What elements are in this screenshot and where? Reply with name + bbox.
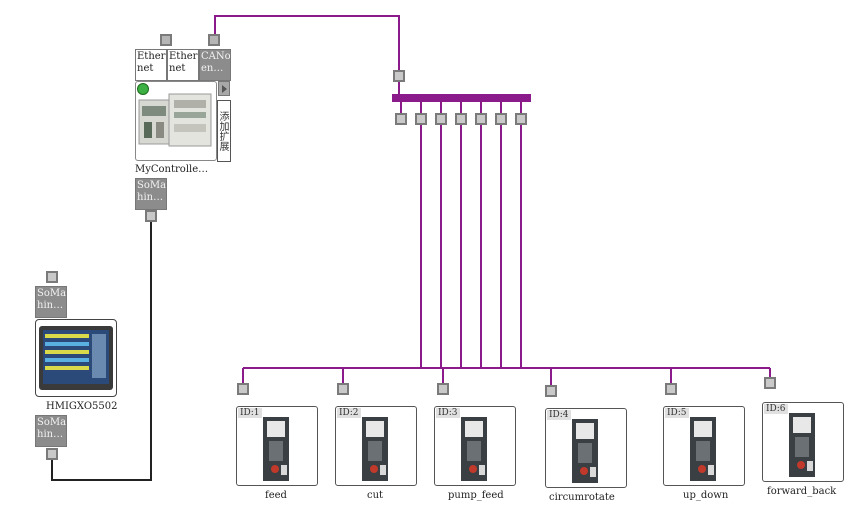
add-extension-tab[interactable]: 添加扩展 (217, 100, 231, 162)
hmi-device[interactable] (35, 319, 117, 397)
servo-drive-image (263, 417, 289, 481)
drive-name: up_down (683, 490, 729, 501)
controller-somachine-port[interactable]: SoMac hin… (135, 178, 167, 210)
canopen-link (214, 15, 400, 70)
controller-name: MyControlle… (135, 164, 209, 175)
controller-bottom-port[interactable] (145, 210, 157, 222)
canopen-port[interactable]: CANop en… (199, 49, 231, 81)
bus-port-6[interactable] (495, 113, 507, 125)
servo-drive-image (789, 413, 815, 477)
hmi-image (39, 326, 113, 390)
drive-drop-lines (242, 368, 771, 385)
drive-id: ID:2 (337, 408, 361, 418)
hmi-somachine-port-bottom[interactable]: SoMac hin… (35, 415, 67, 447)
bus-port-4[interactable] (455, 113, 467, 125)
ethernet-port-1[interactable]: Ether net (135, 49, 167, 81)
somachine-network-link (51, 222, 152, 481)
bus-drop-lines (400, 102, 522, 113)
add-extension-label: 添加扩展 (217, 111, 228, 151)
servo-drive-image (572, 419, 598, 483)
bus-port-7[interactable] (515, 113, 527, 125)
drive-port[interactable] (237, 383, 249, 395)
bus-trunk-lines (420, 125, 522, 368)
bus-port-5[interactable] (475, 113, 487, 125)
drive-id: ID:4 (547, 410, 571, 420)
bus-port-1[interactable] (395, 113, 407, 125)
servo-drive-image (461, 417, 487, 481)
drive-name: forward_back (767, 486, 837, 497)
hmi-bottom-port[interactable] (46, 448, 58, 460)
drive-port[interactable] (665, 383, 677, 395)
drive-device[interactable]: ID:6 (762, 402, 844, 482)
add-extension-button[interactable] (218, 81, 230, 96)
drive-name: pump_feed (448, 490, 504, 501)
controller-device[interactable] (135, 81, 217, 161)
drive-name: circumrotate (549, 492, 615, 503)
drive-device[interactable]: ID:2 (335, 406, 417, 486)
canopen-top-port[interactable] (208, 34, 220, 46)
drive-id: ID:5 (665, 408, 689, 418)
servo-drive-image (690, 417, 716, 481)
drive-port[interactable] (437, 383, 449, 395)
bus-hub-port[interactable] (393, 70, 405, 82)
drive-device[interactable]: ID:4 (545, 408, 627, 488)
servo-drive-image (362, 417, 388, 481)
drive-device[interactable]: ID:1 (236, 406, 318, 486)
drive-id: ID:6 (764, 404, 788, 414)
drive-port[interactable] (545, 385, 557, 397)
drive-port[interactable] (337, 383, 349, 395)
controller-top-port[interactable] (160, 34, 172, 46)
status-dot (137, 83, 149, 95)
drive-id: ID:1 (238, 408, 262, 418)
hmi-somachine-port-top[interactable]: SoMac hin… (35, 286, 67, 318)
drive-port[interactable] (764, 377, 776, 389)
hmi-top-port[interactable] (46, 271, 58, 283)
drive-name: feed (265, 490, 287, 501)
canopen-bus-bar[interactable] (392, 94, 531, 102)
drive-id: ID:3 (436, 408, 460, 418)
arrow-right-icon (222, 85, 227, 93)
drive-device[interactable]: ID:3 (434, 406, 516, 486)
bus-port-3[interactable] (435, 113, 447, 125)
ethernet-port-2[interactable]: Ether net (167, 49, 199, 81)
drive-device[interactable]: ID:5 (663, 406, 745, 486)
hmi-name: HMIGXO5502 (46, 401, 118, 412)
controller-image (138, 93, 212, 147)
bus-port-2[interactable] (415, 113, 427, 125)
drive-name: cut (367, 490, 384, 501)
